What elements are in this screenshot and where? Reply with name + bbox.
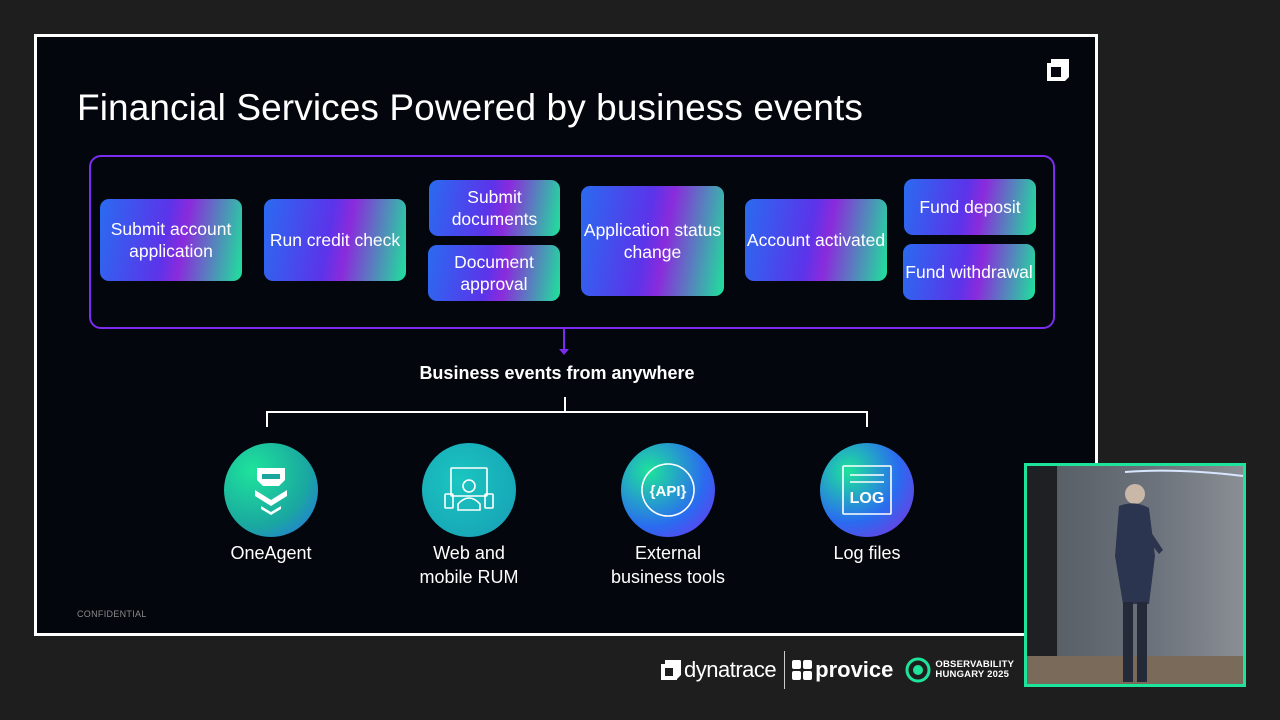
dynatrace-brand: dynatrace [660, 657, 777, 683]
business-events-frame [89, 155, 1055, 329]
event-account-activated: Account activated [745, 199, 887, 281]
observability-line2: HUNGARY 2025 [935, 669, 1010, 680]
event-submit-account-application: Submit account application [100, 199, 242, 281]
api-icon-text: {API} [650, 483, 687, 500]
event-fund-withdrawal: Fund withdrawal [903, 244, 1035, 300]
event-document-approval: Document approval [428, 245, 560, 301]
observability-hungary-brand: OBSERVABILITY HUNGARY 2025 [905, 657, 1014, 683]
presentation-slide: Financial Services Powered by business e… [34, 34, 1098, 636]
sponsor-divider [784, 651, 786, 689]
sponsor-bar: dynatrace provice OBSERVABILITY HUNGARY … [660, 650, 1014, 690]
confidential-notice: CONFIDENTIAL [77, 609, 147, 619]
dynatrace-brand-text: dynatrace [684, 657, 777, 682]
event-application-status-change: Application status change [581, 186, 724, 296]
event-fund-deposit: Fund deposit [904, 179, 1036, 235]
source-label-rum: Web and mobile RUM [419, 543, 519, 587]
subheading: Business events from anywhere [419, 363, 695, 383]
event-submit-documents: Submit documents [429, 180, 560, 236]
log-icon: LOG [820, 443, 914, 537]
flow-connector [563, 327, 565, 353]
log-icon-text: LOG [850, 490, 885, 507]
observability-line1: OBSERVABILITY [935, 659, 1015, 670]
speaker-figure [1027, 466, 1243, 684]
source-label-oneagent: OneAgent [230, 543, 312, 563]
oneagent-icon [224, 443, 318, 537]
provice-brand-text: provice [815, 657, 894, 682]
provice-brand-icon [792, 660, 813, 680]
provice-brand: provice [791, 657, 893, 683]
source-label-logs: Log files [833, 543, 901, 563]
speaker-video [1024, 463, 1246, 687]
observability-logo-icon [905, 657, 931, 683]
rum-icon [422, 443, 516, 537]
api-icon: {API} [621, 443, 715, 537]
source-label-external: External business tools [610, 543, 726, 587]
slide-title: Financial Services Powered by business e… [77, 87, 863, 128]
tree-leaf-oneagent [266, 411, 268, 427]
dynatrace-brand-icon [661, 660, 681, 680]
dynatrace-logo-icon [1047, 59, 1069, 81]
flow-arrow-icon [559, 349, 569, 355]
event-run-credit-check: Run credit check [264, 199, 406, 281]
tree-trunk [564, 397, 566, 412]
tree-branch [266, 411, 868, 413]
tree-leaf-logs [866, 411, 868, 427]
